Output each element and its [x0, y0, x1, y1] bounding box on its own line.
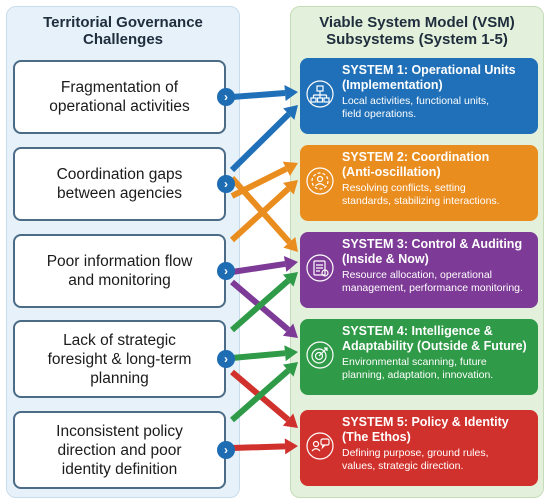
- chevron-right-icon: ›: [217, 175, 235, 193]
- arrow-shaft: [230, 278, 291, 333]
- challenges-header: Territorial Governance Challenges: [43, 14, 203, 48]
- arrow-challenge5-system5: [231, 438, 298, 455]
- challenge-policy-identity: Inconsistent policy direction and poor i…: [13, 411, 226, 489]
- arrow-head: [283, 105, 298, 120]
- arrow-head: [282, 272, 298, 287]
- arrow-head: [283, 256, 298, 272]
- challenge-fragmentation: Fragmentation of operational activities: [13, 60, 226, 134]
- chevron-right-icon: ›: [217, 441, 235, 459]
- arrow-challenge4-system4: [231, 345, 298, 362]
- arrow-challenge5-system4: [230, 362, 298, 423]
- system-2-coordination: SYSTEM 2: Coordination (Anti-oscillation…: [300, 145, 538, 221]
- arrow-head: [284, 345, 298, 362]
- org-chart-icon: [306, 80, 334, 108]
- challenge-coordination-gaps: Coordination gaps between agencies: [13, 147, 226, 221]
- arrow-head: [282, 161, 298, 176]
- arrow-challenge2-system1: [229, 105, 298, 173]
- arrow-shaft: [229, 111, 291, 173]
- chevron-right-icon: ›: [217, 262, 235, 280]
- arrow-head: [282, 413, 298, 428]
- arrow-challenge3-system3: [231, 256, 298, 275]
- arrow-challenge3-system2: [229, 180, 298, 243]
- arrow-shaft: [231, 350, 286, 361]
- chevron-right-icon: ›: [217, 350, 235, 368]
- system-4-intelligence-adaptability: SYSTEM 4: Intelligence & Adaptability (O…: [300, 319, 538, 395]
- arrow-shaft: [230, 368, 291, 423]
- challenge-information-flow: Poor information flow and monitoring: [13, 234, 226, 308]
- arrow-head: [284, 85, 298, 101]
- arrow-head: [283, 236, 298, 252]
- arrow-shaft: [231, 443, 286, 451]
- arrow-challenge4-system5: [230, 369, 298, 428]
- system-3-control-auditing: SYSTEM 3: Control & Auditing (Inside & N…: [300, 232, 538, 308]
- target-icon: [306, 341, 334, 369]
- arrow-shaft: [231, 260, 286, 275]
- arrow-head: [282, 362, 298, 377]
- arrow-shaft: [231, 89, 286, 100]
- people-icon: [306, 432, 334, 460]
- arrow-head: [284, 438, 298, 455]
- arrow-challenge3-system4: [230, 279, 298, 338]
- vsm-header: Viable System Model (VSM) Subsystems (Sy…: [319, 14, 515, 48]
- challenge-strategic-foresight: Lack of strategic foresight & long-term …: [13, 320, 226, 398]
- arrow-shaft: [229, 186, 291, 243]
- arrow-head: [282, 323, 298, 338]
- chevron-right-icon: ›: [217, 88, 235, 106]
- arrow-challenge1-system1: [231, 85, 298, 101]
- arrow-challenge4-system3: [230, 272, 298, 333]
- report-icon: [306, 254, 334, 282]
- system-5-policy-identity: SYSTEM 5: Policy & Identity (The Ethos) …: [300, 410, 538, 486]
- system-1-operational-units: SYSTEM 1: Operational Units (Implementat…: [300, 58, 538, 134]
- arrow-head: [282, 180, 298, 195]
- coordination-icon: [306, 167, 334, 195]
- arrow-shaft: [230, 166, 288, 199]
